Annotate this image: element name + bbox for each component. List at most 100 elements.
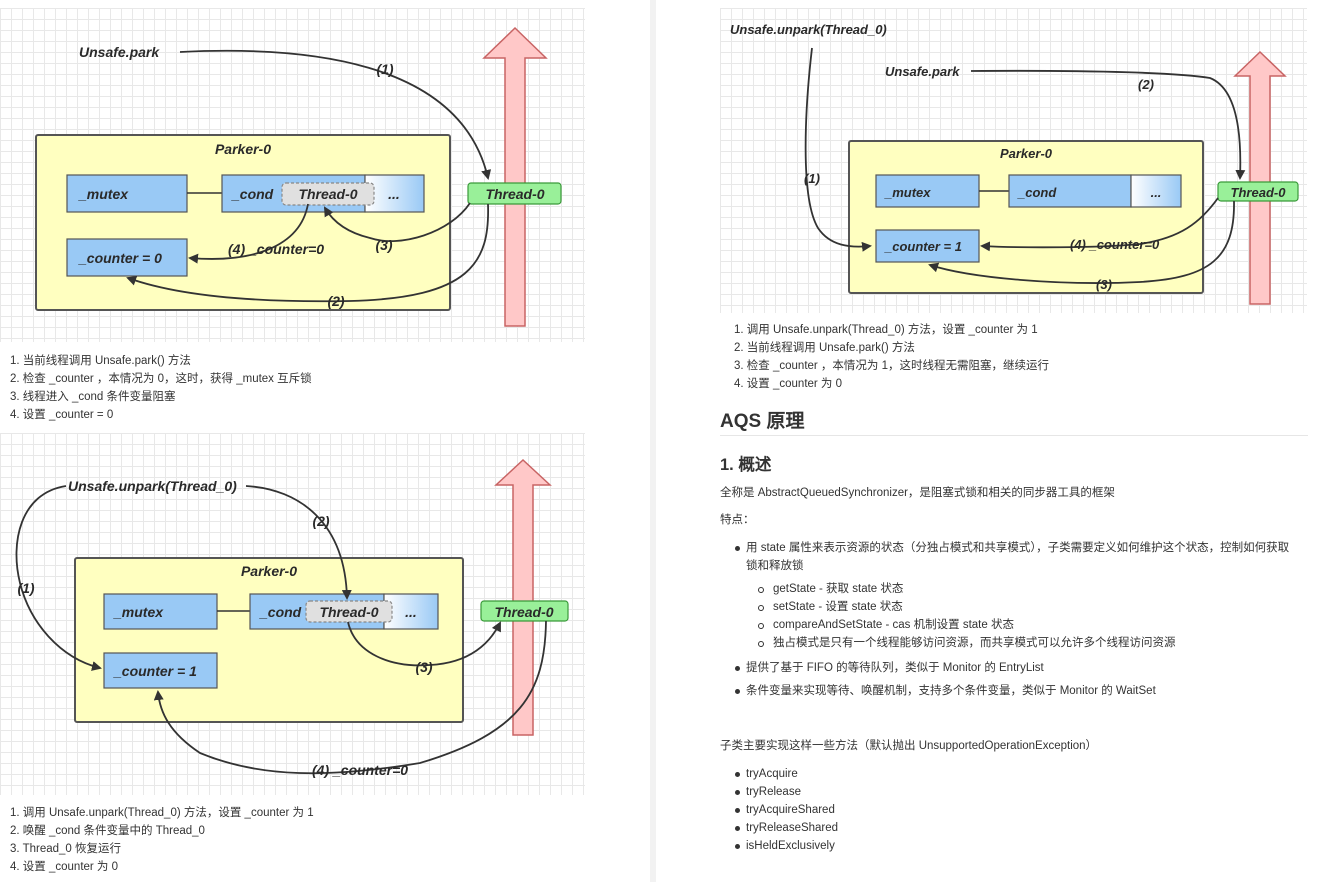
thread-box: [467, 182, 562, 205]
list-item: 2. 检查 _counter ，本情况为 0，这时，获得 _mutex 互斥锁: [10, 373, 312, 385]
parker-title: Parker-0: [215, 141, 271, 157]
step-2-label: (2): [1138, 77, 1154, 92]
unsafe-unpark-label: Unsafe.unpark(Thread_0): [730, 22, 887, 37]
list-item: 3. 检查 _counter ，本情况为 1，这时线程无需阻塞，继续运行: [734, 360, 1050, 372]
sub-bullet-circle: [758, 587, 764, 593]
list-item: 3. 线程进入 _cond 条件变量阻塞: [10, 391, 176, 403]
cond-label: _cond: [259, 604, 302, 620]
counter-box: [875, 229, 980, 263]
unpark-steps-list: 1. 调用 Unsafe.unpark(Thread_0) 方法，设置 _cou…: [10, 804, 314, 876]
list-item: compareAndSetState - cas 机制设置 state 状态: [773, 619, 1014, 631]
cond-ellipsis-box: [1130, 174, 1182, 208]
counter-label: _counter = 0: [78, 250, 162, 266]
arrow-1: [15, 485, 102, 671]
arrow-4: [153, 620, 547, 775]
thread-label: Thread-0: [485, 186, 544, 202]
arrow-4: [188, 203, 309, 264]
thread-label: Thread-0: [494, 604, 553, 620]
sub-bullet-circle: [758, 605, 764, 611]
list-item: 4. 设置 _counter 为 0: [10, 861, 119, 873]
arrow-3: [347, 621, 501, 667]
mutex-box: [875, 174, 980, 208]
mutex-box: [66, 174, 188, 213]
step-2-label: (2): [312, 513, 329, 529]
unpark-diagram: Unsafe.unpark(Thread_0) Parker-0 _mutex …: [0, 433, 585, 795]
parker-title: Parker-0: [241, 563, 297, 579]
methods-intro-text: 子类主要实现这样一些方法（默认抛出 UnsupportedOperationEx…: [720, 740, 1098, 752]
parker-box: [848, 140, 1204, 294]
list-item: 2. 当前线程调用 Unsafe.park() 方法: [734, 342, 915, 354]
step-3-label: (3): [375, 237, 392, 253]
sub-bullet-circle: [758, 641, 764, 647]
step-2-label: (2): [327, 293, 344, 309]
bullet-dot: [735, 666, 740, 671]
list-item: 2. 唤醒 _cond 条件变量中的 Thread_0: [10, 825, 205, 837]
cond-ellipsis-label: ...: [388, 186, 400, 202]
step-3-label: (3): [1096, 277, 1112, 292]
counter-label: _counter = 1: [884, 239, 962, 254]
arrow-1: [179, 49, 492, 180]
cond-ellipsis-label: ...: [405, 604, 417, 620]
cond-thread-box: [305, 600, 393, 623]
counter-box: [103, 652, 218, 689]
parker-title: Parker-0: [1000, 146, 1053, 161]
list-item: isHeldExclusively: [746, 840, 835, 852]
list-item: tryAcquire: [746, 768, 798, 780]
mutex-label: _mutex: [78, 186, 129, 202]
thread-label: Thread-0: [1231, 185, 1287, 200]
arrow-2: [245, 485, 352, 600]
left-document-page: Unsafe.park Parker-0 _mutex _cond Thread…: [0, 0, 650, 882]
arrow-2: [126, 203, 489, 303]
thread-flow-arrow: [494, 458, 552, 736]
unpark-then-park-steps-list: 1. 调用 Unsafe.unpark(Thread_0) 方法，设置 _cou…: [734, 321, 1049, 393]
list-item: tryRelease: [746, 786, 801, 798]
unpark-then-park-diagram-canvas: Unsafe.unpark(Thread_0) Unsafe.park Park…: [730, 22, 1299, 305]
cond-label: _cond: [231, 186, 274, 202]
counter-box: [66, 238, 188, 277]
sub-bullet-circle: [758, 623, 764, 629]
parker-box: [35, 134, 451, 311]
heading-divider: [720, 435, 1308, 436]
park-diagram: Unsafe.park Parker-0 _mutex _cond Thread…: [0, 8, 585, 342]
list-item: 提供了基于 FIFO 的等待队列，类似于 Monitor 的 EntryList: [746, 662, 1044, 674]
arrow-3: [323, 202, 471, 242]
feature-state-line-1: 用 state 属性来表示资源的状态（分独占模式和共享模式），子类需要定义如何维…: [746, 542, 1290, 554]
mutex-box: [103, 593, 218, 630]
bullet-dot: [735, 689, 740, 694]
thread-flow-arrow: [482, 26, 548, 327]
list-item: 独占模式是只有一个线程能够访问资源，而共享模式可以允许多个线程访问资源: [773, 637, 1176, 649]
list-item: tryAcquireShared: [746, 804, 835, 816]
unsafe-park-label: Unsafe.park: [885, 64, 960, 79]
step-3-label: (3): [415, 659, 432, 675]
cond-ellipsis-label: ...: [1151, 185, 1162, 200]
list-item: 用 state 属性来表示资源的状态（分独占模式和共享模式），子类需要定义如何维…: [746, 539, 1311, 575]
list-item: 1. 当前线程调用 Unsafe.park() 方法: [10, 355, 191, 367]
bullet-dot: [735, 826, 740, 831]
bullet-dot: [735, 790, 740, 795]
parker-box: [74, 557, 464, 723]
arrow-3: [928, 200, 1235, 284]
cond-ellipsis-box: [364, 174, 425, 213]
mutex-label: _mutex: [884, 185, 931, 200]
bullet-dot: [735, 546, 740, 551]
unsafe-park-label: Unsafe.park: [79, 44, 160, 60]
bullet-dot: [735, 844, 740, 849]
step-4-label: (4) _counter=0: [1070, 237, 1160, 252]
arrow-1: [804, 47, 872, 252]
step-1-label: (1): [17, 580, 34, 596]
list-item: tryReleaseShared: [746, 822, 839, 834]
bullet-dot: [735, 772, 740, 777]
thread-box: [1217, 181, 1299, 202]
cond-thread-label: Thread-0: [298, 186, 357, 202]
counter-label: _counter = 1: [113, 663, 197, 679]
list-item: 3. Thread_0 恢复运行: [10, 843, 122, 855]
list-item: setState - 设置 state 状态: [773, 601, 903, 613]
thread-flow-arrow: [1233, 50, 1287, 305]
step-1-label: (1): [376, 61, 393, 77]
list-item: 条件变量来实现等待、唤醒机制，支持多个条件变量，类似于 Monitor 的 Wa…: [746, 685, 1156, 697]
list-item: 1. 调用 Unsafe.unpark(Thread_0) 方法，设置 _cou…: [734, 324, 1038, 336]
cond-label: _cond: [1017, 185, 1057, 200]
bullet-dot: [735, 808, 740, 813]
park-diagram-canvas: Unsafe.park Parker-0 _mutex _cond Thread…: [35, 26, 562, 327]
unpark-diagram-canvas: Unsafe.unpark(Thread_0) Parker-0 _mutex …: [15, 458, 569, 778]
